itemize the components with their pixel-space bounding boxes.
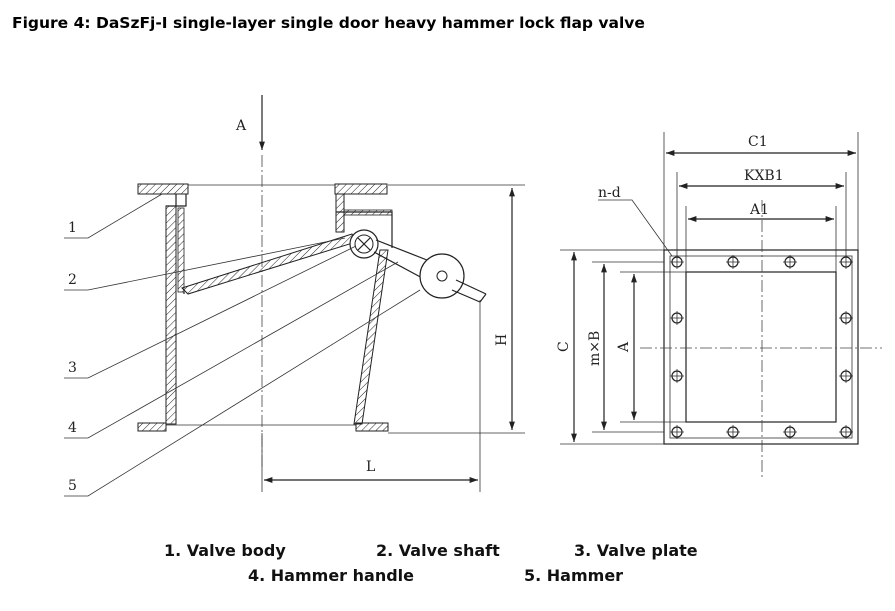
front-view: C1 KXB1 A1 C m×B A n-d xyxy=(556,132,882,480)
callout-4: 4 xyxy=(68,420,77,436)
hole-leader xyxy=(598,199,673,257)
c-label: C xyxy=(556,341,572,352)
bolt-hole xyxy=(670,311,684,325)
callout-2: 2 xyxy=(68,272,77,288)
legend-item-3: 3. Valve plate xyxy=(574,541,698,560)
hammer-handle-top xyxy=(375,239,433,263)
bolt-hole xyxy=(839,255,853,269)
top-flange-left xyxy=(137,183,189,195)
bolt-hole xyxy=(726,255,740,269)
callout-3: 3 xyxy=(68,360,77,376)
callout-2-leader xyxy=(64,237,346,291)
bottom-flange-left xyxy=(137,422,167,432)
bolt-hole xyxy=(670,369,684,383)
callout-5: 5 xyxy=(68,478,77,494)
legend-item-1: 1. Valve body xyxy=(164,541,286,560)
flow-label: A xyxy=(235,118,247,134)
side-view: A xyxy=(64,95,525,497)
a1-label: A1 xyxy=(749,202,769,218)
figure-title: Figure 4: DaSzFj-I single-layer single d… xyxy=(12,14,645,32)
callout-4-leader xyxy=(64,261,399,439)
valve-plate xyxy=(181,233,357,295)
bolt-hole xyxy=(839,425,853,439)
a-label: A xyxy=(616,341,632,353)
valve-body-right-wall xyxy=(353,249,389,425)
legend-item-4: 4. Hammer handle xyxy=(248,566,414,585)
mxb-label: m×B xyxy=(587,331,603,366)
bolt-hole xyxy=(839,369,853,383)
bolt-hole xyxy=(670,425,684,439)
kxb1-label: KXB1 xyxy=(744,168,784,184)
legend-item-2: 2. Valve shaft xyxy=(376,541,500,560)
hammer-handle-bottom xyxy=(373,251,427,281)
bolt-hole xyxy=(670,255,684,269)
hole-label: n-d xyxy=(598,185,621,201)
callout-5-leader xyxy=(64,289,421,497)
legend-item-5: 5. Hammer xyxy=(524,566,624,585)
top-flange-right xyxy=(334,183,388,195)
callout-3-leader xyxy=(64,245,357,379)
bolt-hole xyxy=(726,425,740,439)
c1-label: C1 xyxy=(748,134,768,150)
callout-1-leader xyxy=(64,193,163,239)
opening xyxy=(685,271,837,423)
bottom-flange-right xyxy=(355,422,389,432)
length-label: L xyxy=(366,459,375,475)
height-label: H xyxy=(494,334,510,346)
flange-outer xyxy=(663,249,859,445)
bolt-hole xyxy=(783,425,797,439)
bolt-hole xyxy=(839,311,853,325)
bolt-holes xyxy=(670,255,853,439)
callout-1: 1 xyxy=(68,220,77,236)
bolt-hole xyxy=(783,255,797,269)
